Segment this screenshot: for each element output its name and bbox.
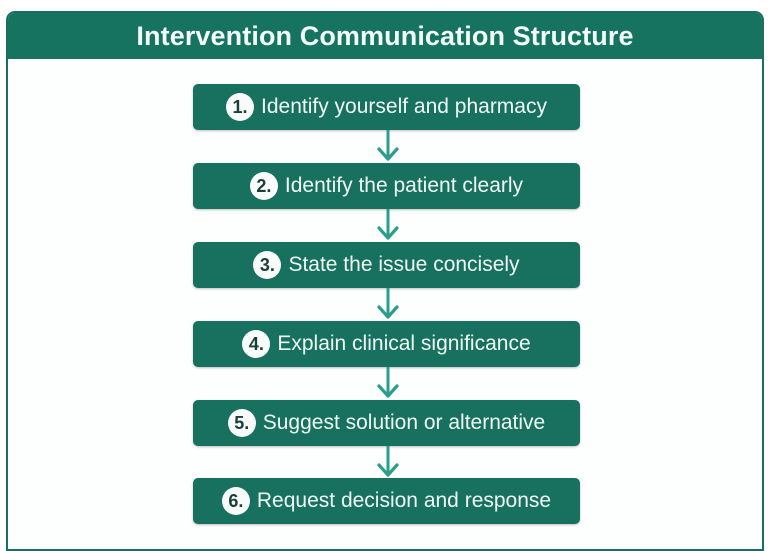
step-5-box: 5. Suggest solution or alternative — [193, 400, 580, 446]
diagram-title: Intervention Communication Structure — [136, 20, 634, 51]
step-label: Identify yourself and pharmacy — [261, 95, 547, 118]
diagram-header: Intervention Communication Structure — [8, 13, 762, 59]
step-number-badge: 3. — [253, 251, 282, 279]
step-label: Explain clinical significance — [277, 332, 531, 355]
step-4-box: 4. Explain clinical significance — [193, 321, 580, 367]
step-1-box: 1. Identify yourself and pharmacy — [193, 84, 580, 130]
step-label: Identify the patient clearly — [284, 174, 524, 197]
step-number-badge: 5. — [227, 409, 256, 437]
step-label: Request decision and response — [256, 489, 552, 512]
arrow-down-icon — [377, 209, 399, 240]
arrow-down-icon — [377, 130, 399, 161]
arrow-down-icon — [377, 446, 399, 477]
step-label: State the issue concisely — [288, 253, 520, 276]
step-2-box: 2. Identify the patient clearly — [193, 163, 580, 209]
step-label: Suggest solution or alternative — [262, 411, 546, 434]
step-number-badge: 2. — [249, 172, 278, 200]
step-6-box: 6. Request decision and response — [193, 478, 580, 524]
step-number-badge: 1. — [226, 93, 254, 121]
arrow-down-icon — [377, 367, 399, 398]
step-3-box: 3. State the issue concisely — [193, 242, 580, 288]
step-number-badge: 4. — [242, 330, 271, 358]
step-number-badge: 6. — [221, 487, 250, 515]
arrow-down-icon — [377, 288, 399, 319]
